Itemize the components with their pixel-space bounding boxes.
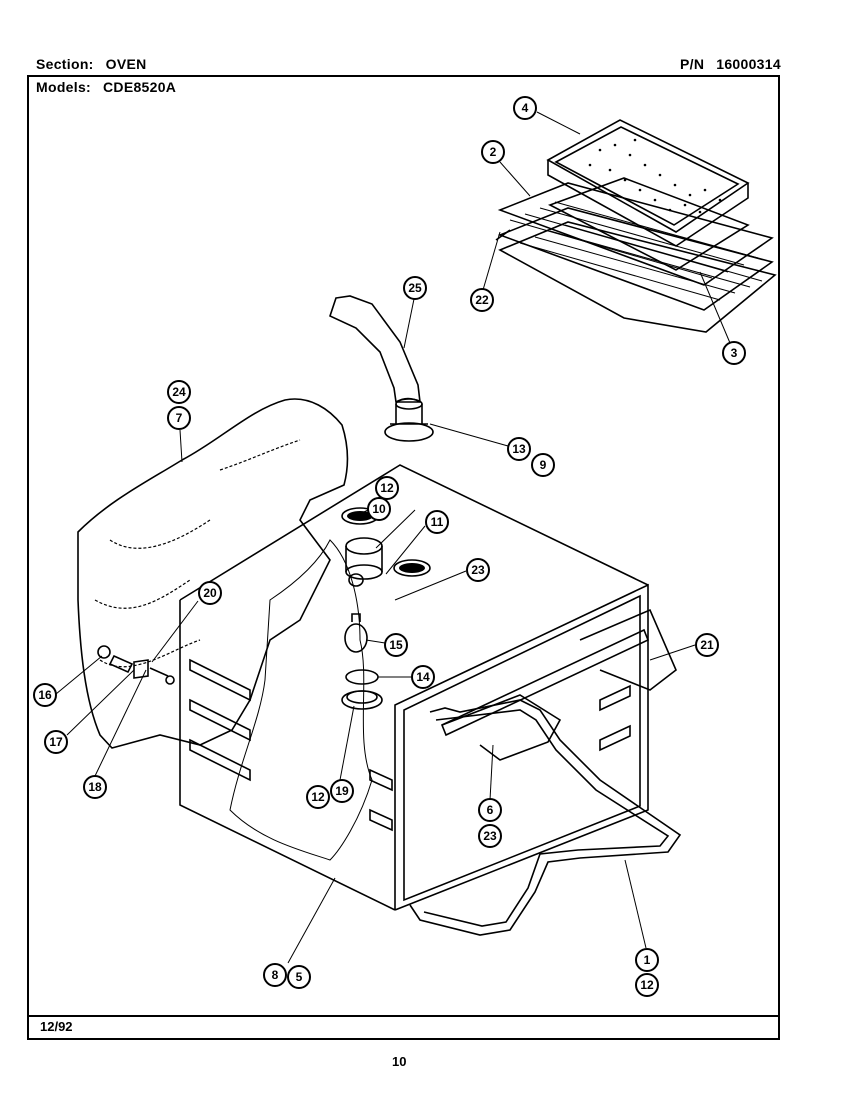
callout-23-bottom: 23 bbox=[478, 824, 502, 848]
callout-8: 8 bbox=[263, 963, 287, 987]
svg-text:10: 10 bbox=[372, 502, 386, 516]
callout-13: 13 bbox=[507, 437, 531, 461]
oven-cavity bbox=[179, 464, 649, 911]
leader-lines bbox=[55, 111, 731, 964]
svg-text:24: 24 bbox=[172, 385, 186, 399]
callout-12-bottom: 12 bbox=[635, 973, 659, 997]
oven-vent bbox=[384, 398, 434, 442]
svg-text:16: 16 bbox=[38, 688, 52, 702]
callout-25: 25 bbox=[403, 276, 427, 300]
models-header: Models: CDE8520A bbox=[36, 79, 176, 95]
page-number: 10 bbox=[392, 1054, 407, 1069]
svg-text:15: 15 bbox=[389, 638, 403, 652]
callout-22: 22 bbox=[470, 288, 494, 312]
svg-text:6: 6 bbox=[487, 803, 494, 817]
callout-4: 4 bbox=[513, 96, 537, 120]
oven-insulation bbox=[77, 398, 349, 749]
svg-text:23: 23 bbox=[471, 563, 485, 577]
svg-text:22: 22 bbox=[475, 293, 489, 307]
models-value: CDE8520A bbox=[103, 79, 177, 95]
svg-text:25: 25 bbox=[408, 281, 422, 295]
svg-text:9: 9 bbox=[540, 458, 547, 472]
svg-text:4: 4 bbox=[522, 101, 529, 115]
footer-divider bbox=[27, 1015, 780, 1017]
section-label: Section: bbox=[36, 56, 94, 72]
models-label: Models: bbox=[36, 79, 91, 95]
svg-text:20: 20 bbox=[203, 586, 217, 600]
callout-17: 17 bbox=[44, 730, 68, 754]
svg-text:11: 11 bbox=[431, 515, 444, 529]
svg-text:5: 5 bbox=[296, 970, 303, 984]
svg-text:17: 17 bbox=[49, 735, 63, 749]
svg-text:2: 2 bbox=[490, 145, 497, 159]
door-hardware bbox=[97, 645, 175, 685]
callout-18: 18 bbox=[83, 775, 107, 799]
callout-14: 14 bbox=[411, 665, 435, 689]
callout-21: 21 bbox=[695, 633, 719, 657]
callout-3: 3 bbox=[722, 341, 746, 365]
svg-text:14: 14 bbox=[416, 670, 430, 684]
broil-element bbox=[440, 608, 677, 761]
svg-text:12: 12 bbox=[640, 978, 654, 992]
svg-text:19: 19 bbox=[335, 784, 349, 798]
svg-text:8: 8 bbox=[272, 968, 279, 982]
callout-15: 15 bbox=[384, 633, 408, 657]
svg-text:12: 12 bbox=[380, 481, 394, 495]
callout-5: 5 bbox=[287, 965, 311, 989]
callout-12-top: 12 bbox=[375, 476, 399, 500]
pn-value: 16000314 bbox=[716, 56, 781, 72]
svg-text:18: 18 bbox=[88, 780, 102, 794]
callout-24: 24 bbox=[167, 380, 191, 404]
callout-12-mid: 12 bbox=[306, 785, 330, 809]
callout-11: 11 bbox=[425, 510, 449, 534]
callout-7: 7 bbox=[167, 406, 191, 430]
callout-9: 9 bbox=[531, 453, 555, 477]
svg-text:7: 7 bbox=[176, 411, 183, 425]
callout-2: 2 bbox=[481, 140, 505, 164]
callout-10: 10 bbox=[367, 497, 391, 521]
callout-19: 19 bbox=[330, 779, 354, 803]
callout-6: 6 bbox=[478, 798, 502, 822]
svg-text:12: 12 bbox=[311, 790, 325, 804]
part-number-header: P/N 16000314 bbox=[680, 56, 781, 72]
callout-23-top: 23 bbox=[466, 558, 490, 582]
callout-16: 16 bbox=[33, 683, 57, 707]
svg-text:21: 21 bbox=[700, 638, 714, 652]
callout-20: 20 bbox=[198, 581, 222, 605]
oven-vent-tube bbox=[329, 295, 421, 403]
svg-text:13: 13 bbox=[512, 442, 526, 456]
callout-1: 1 bbox=[635, 948, 659, 972]
svg-text:23: 23 bbox=[483, 829, 497, 843]
section-value: OVEN bbox=[105, 56, 147, 72]
light-assembly bbox=[341, 537, 383, 710]
svg-text:3: 3 bbox=[731, 346, 738, 360]
section-header: Section: OVEN bbox=[36, 56, 147, 72]
pn-label: P/N bbox=[680, 56, 705, 72]
diagram-frame bbox=[27, 75, 780, 1040]
revision-date: 12/92 bbox=[40, 1019, 73, 1034]
svg-text:1: 1 bbox=[644, 953, 651, 967]
